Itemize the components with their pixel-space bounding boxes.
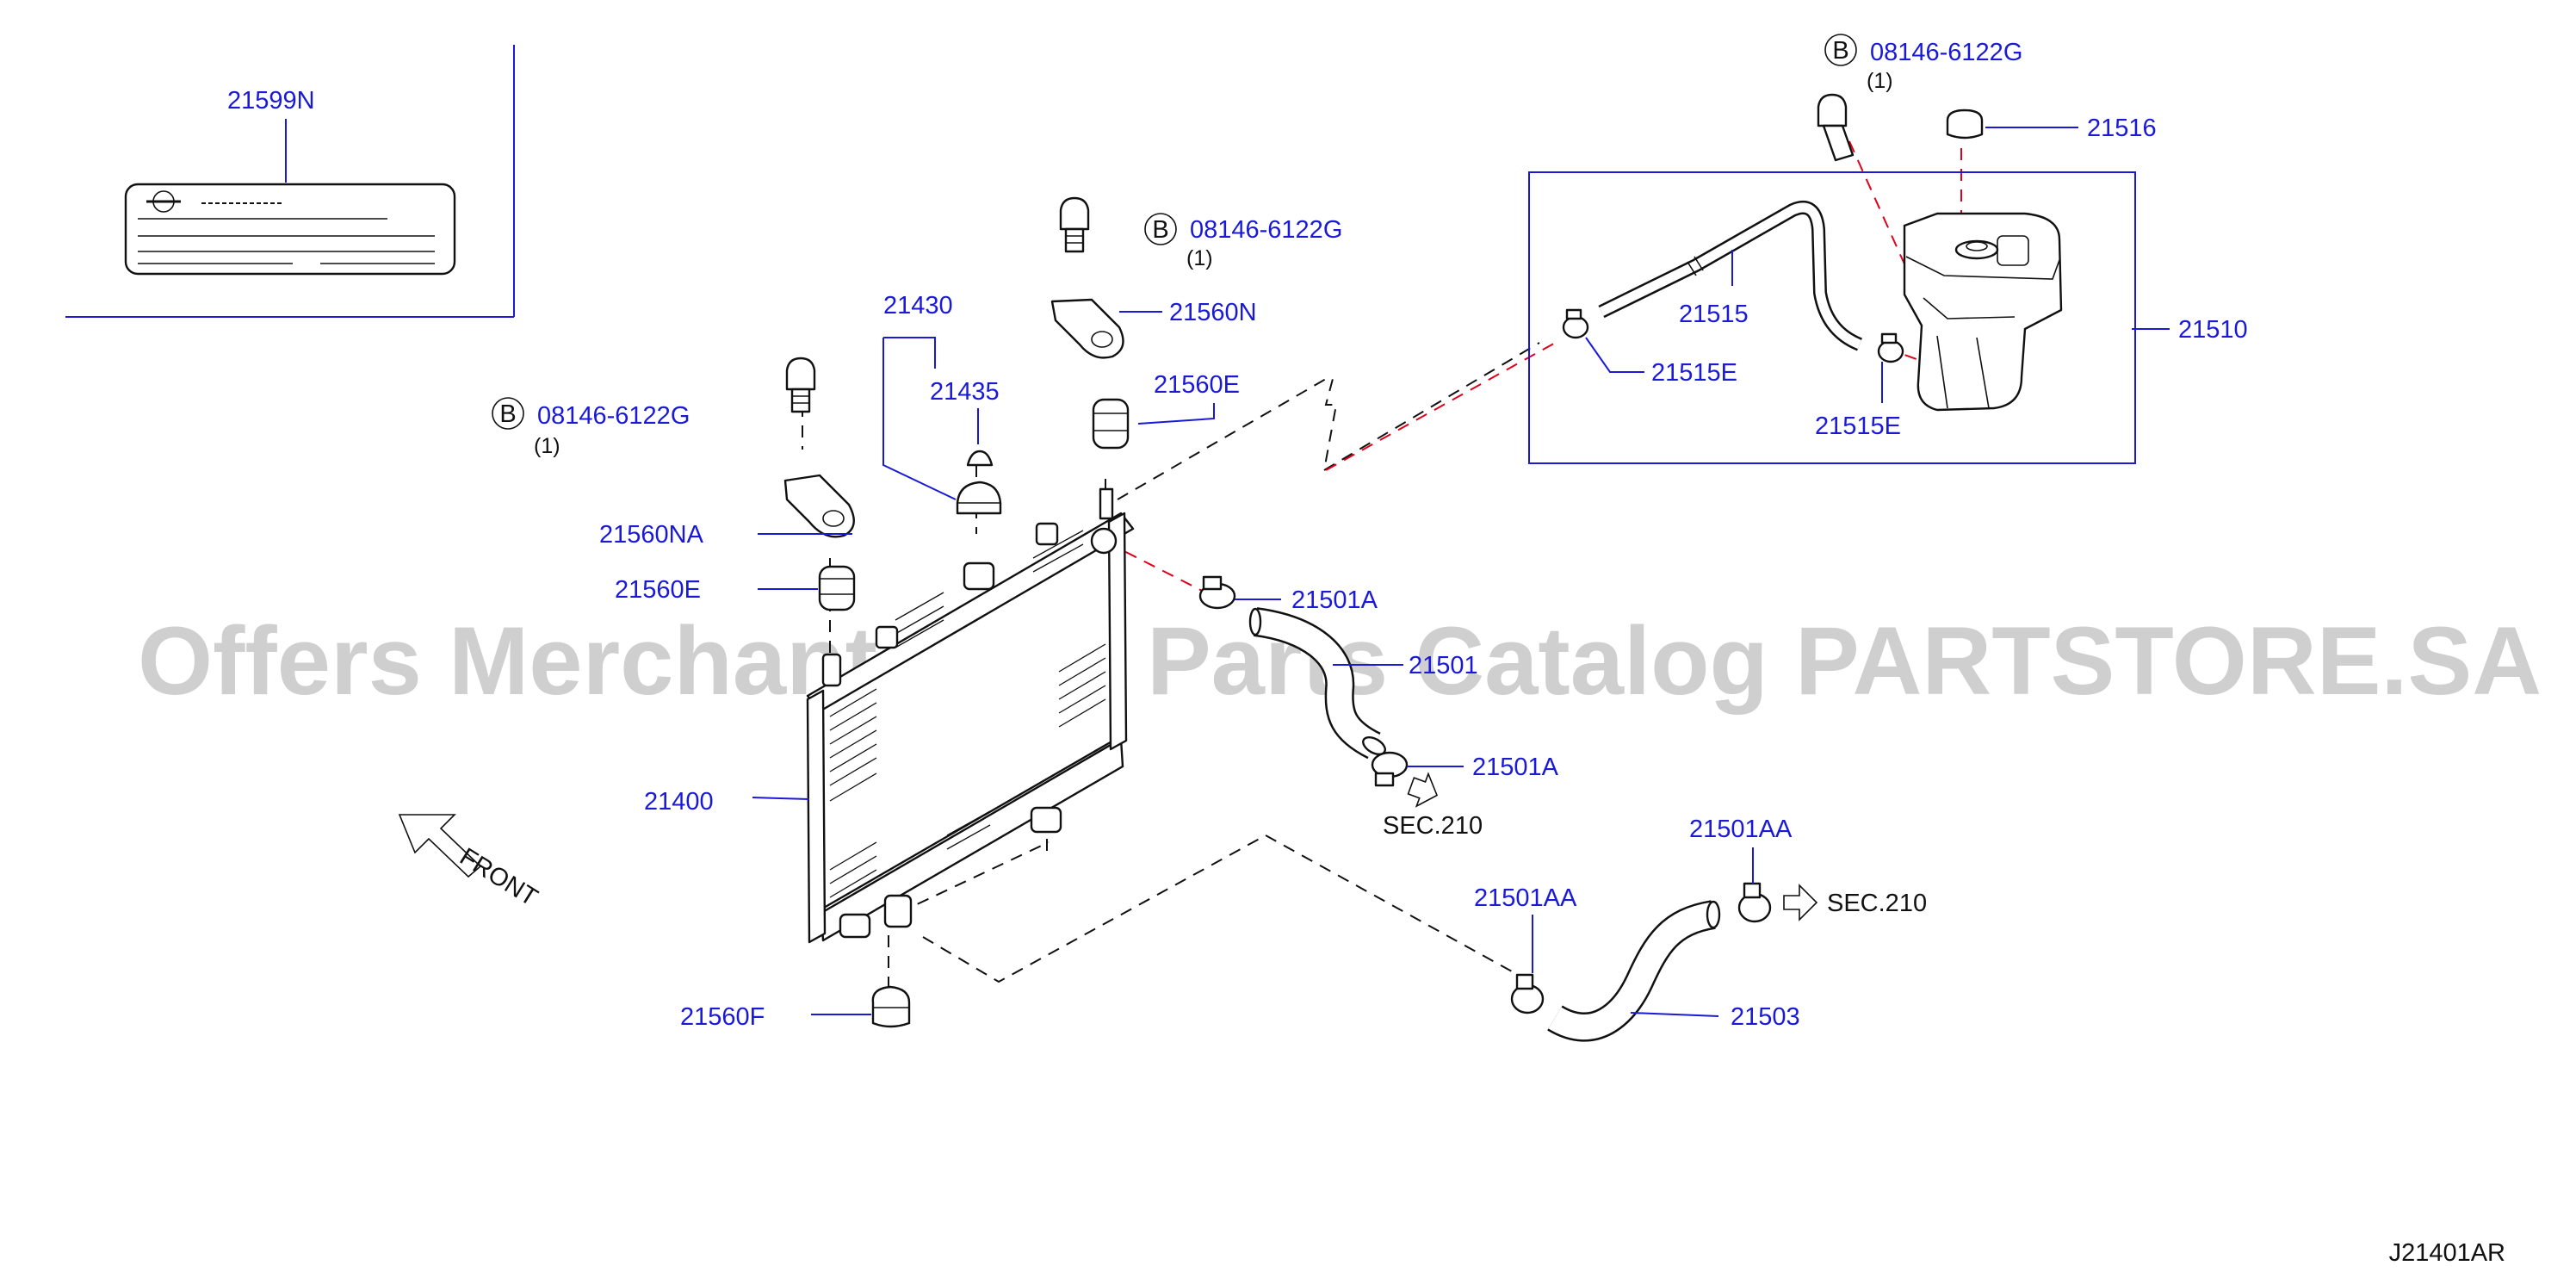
- section-reference-2: SEC.210: [1783, 884, 1927, 921]
- bolt-top-right: [1817, 93, 1855, 162]
- label-21400: 21400: [644, 788, 714, 816]
- section-text: SEC.210: [1383, 812, 1483, 840]
- brand-logo-icon: [146, 190, 181, 213]
- bolt-symbol-b: B: [1152, 216, 1168, 244]
- label-21560n: 21560N: [1169, 299, 1257, 326]
- label-21501a-bottom: 21501A: [1472, 754, 1559, 781]
- bolt-symbol-b: B: [499, 400, 516, 428]
- mount-21560e-top: [1092, 398, 1130, 450]
- clamp-21501aa-right: [1737, 882, 1772, 923]
- hose-clip-21515e-right: [1877, 332, 1904, 363]
- label-21560e-left: 21560E: [615, 576, 701, 604]
- label-21510: 21510: [2178, 316, 2248, 344]
- section-reference-1: SEC.210: [1383, 772, 1483, 840]
- reservoir-cap: [1946, 109, 1984, 140]
- bolt-middle: [1059, 196, 1090, 253]
- label-21501: 21501: [1409, 652, 1478, 679]
- bracket-21560na: [783, 474, 855, 538]
- overflow-hose: [1598, 201, 1863, 351]
- filler-neck: [963, 561, 995, 591]
- reservoir-tank: [1903, 212, 2063, 412]
- label-21599n: 21599N: [227, 87, 315, 115]
- bolt-part-number: 08146-6122G: [1190, 216, 1342, 244]
- clamp-21501a-top: [1198, 575, 1236, 610]
- lower-outlet-pipe: [883, 894, 913, 928]
- label-21430: 21430: [883, 292, 953, 320]
- bolt-callout-middle: B 08146-6122G (1): [1144, 213, 1342, 270]
- label-21501a-top: 21501A: [1291, 586, 1378, 614]
- bolt-quantity: (1): [1867, 69, 1893, 93]
- front-label: FRONT: [455, 843, 542, 912]
- hose-clip-21515e-left: [1562, 308, 1589, 339]
- upper-hose: [1248, 607, 1386, 760]
- label-21435: 21435: [930, 378, 1000, 406]
- bolt-part-number: 08146-6122G: [537, 402, 690, 430]
- bolt-callout-top-right: B 08146-6122G (1): [1824, 34, 2022, 93]
- radiator-cap: [956, 481, 1002, 515]
- diagram-id: J21401AR: [2389, 1239, 2505, 1267]
- label-21560na: 21560NA: [599, 521, 704, 549]
- label-inset: [65, 45, 515, 318]
- lower-hose: [1547, 900, 1721, 1042]
- radiator-core: [806, 487, 1135, 944]
- label-21501aa-left: 21501AA: [1474, 884, 1577, 912]
- mount-21560f: [871, 985, 911, 1028]
- clamp-21501a-bottom: [1371, 751, 1409, 787]
- label-21515: 21515: [1679, 301, 1749, 328]
- bolt-quantity: (1): [534, 434, 560, 458]
- label-21503: 21503: [1731, 1003, 1800, 1031]
- leader-lines: [752, 127, 2170, 1017]
- caution-label-plate: [124, 183, 456, 276]
- bolt-symbol-b: B: [1832, 37, 1848, 65]
- label-21515e-bottom: 21515E: [1815, 413, 1901, 440]
- reservoir-inset-box: [1528, 171, 2136, 464]
- bolt-left: [785, 357, 816, 413]
- coolant-path-lines: [1106, 140, 1962, 600]
- label-21560e-top: 21560E: [1154, 371, 1240, 399]
- label-21516: 21516: [2087, 115, 2157, 142]
- bolt-part-number: 08146-6122G: [1870, 39, 2022, 66]
- label-21560f: 21560F: [680, 1003, 765, 1031]
- radiator-fins: [829, 530, 1106, 898]
- mount-21560e-left: [818, 565, 856, 611]
- upper-outlet-pipe: [1090, 527, 1118, 555]
- bolt-quantity: (1): [1186, 246, 1213, 270]
- label-21515e-left: 21515E: [1651, 359, 1737, 387]
- label-21501aa-right: 21501AA: [1689, 816, 1793, 843]
- clamp-21501aa-left: [1510, 973, 1545, 1014]
- bracket-21560n: [1050, 298, 1124, 359]
- front-arrow-icon: [398, 814, 482, 878]
- cap-seal: [966, 450, 994, 467]
- section-text: SEC.210: [1827, 890, 1927, 917]
- bolt-callout-left: B 08146-6122G (1): [492, 397, 690, 458]
